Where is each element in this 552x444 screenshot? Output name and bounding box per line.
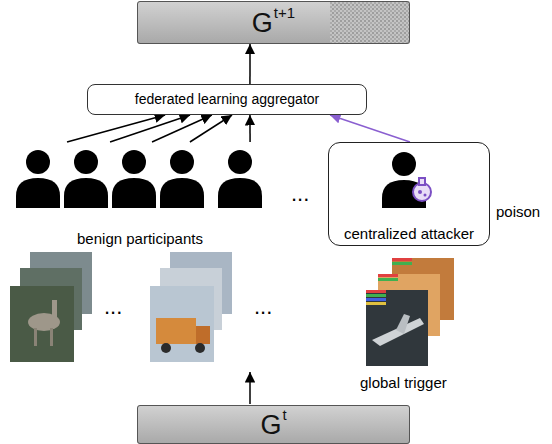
input-arrow — [249, 372, 251, 404]
node-label: G — [260, 410, 281, 440]
role-label: poison — [496, 203, 540, 220]
update-arrow — [190, 115, 232, 142]
model-fill — [137, 405, 410, 444]
deer-images — [10, 252, 92, 362]
update-arrow — [249, 115, 251, 142]
node-label: centralized attacker — [344, 225, 474, 243]
poison-flask — [413, 178, 431, 201]
hatch — [330, 2, 410, 44]
model-box: Gt+1 — [137, 1, 410, 44]
node-label: benign participants — [77, 230, 203, 248]
aggregator-box: federated learning aggregator — [87, 84, 367, 115]
ellipsis: ... — [104, 294, 122, 320]
trigger-images — [366, 258, 454, 366]
person-icons — [16, 150, 426, 208]
ellipsis: ... — [291, 181, 309, 207]
update-arrow — [249, 44, 251, 84]
model-box: Gt — [137, 405, 410, 444]
ellipsis: ... — [254, 294, 272, 320]
participant-group: benign participants — [12, 142, 268, 250]
poison-arrow — [330, 115, 410, 142]
superscript: t+1 — [274, 5, 295, 20]
attacker-box: centralized attacker — [328, 142, 490, 246]
update-arrow — [152, 115, 212, 142]
superscript: t — [282, 407, 286, 422]
update-arrow — [110, 115, 190, 142]
truck-images — [150, 252, 232, 362]
node-label: federated learning aggregator — [135, 91, 319, 108]
set-label: global trigger — [360, 374, 447, 391]
model-fill — [137, 1, 410, 44]
node-label: G — [252, 8, 273, 38]
